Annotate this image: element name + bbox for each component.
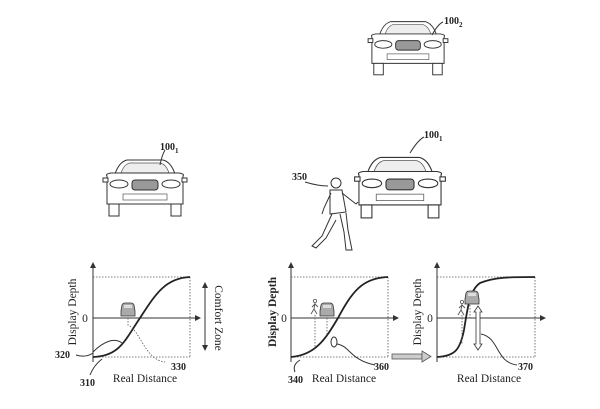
graph3-ylabel: Display Depth xyxy=(412,278,424,345)
pedestrian xyxy=(311,177,359,251)
graph-before: Display Depth 0 Real Distance 340 360 xyxy=(267,262,399,386)
graph-after: Display Depth 0 Real Distance 370 xyxy=(412,262,546,385)
ref-370: 370 xyxy=(518,362,533,373)
vehicle-right xyxy=(354,156,446,219)
graph-comfort-zone: Comfort Zone Display Depth 0 Real Distan… xyxy=(55,262,224,389)
vehicle-top-ref: 1002 xyxy=(444,16,463,29)
graph3-xlabel: Real Distance xyxy=(457,373,521,385)
ref-310: 310 xyxy=(80,378,95,389)
graph1-xlabel: Real Distance xyxy=(113,373,177,385)
graph1-zero: 0 xyxy=(82,313,88,325)
graph2-zero: 0 xyxy=(281,313,287,325)
pedestrian-ref: 350 xyxy=(292,172,307,183)
ref-340: 340 xyxy=(288,375,303,386)
transition-arrow xyxy=(391,350,432,363)
ref-360: 360 xyxy=(374,362,389,373)
comfort-zone-label: Comfort Zone xyxy=(212,285,224,350)
graph2-ylabel: Display Depth xyxy=(267,276,279,347)
vehicle-right-ref: 1001 xyxy=(424,130,443,143)
graph1-ylabel: Display Depth xyxy=(67,278,79,345)
vehicle-left-ref: 1001 xyxy=(160,142,179,155)
ref-320: 320 xyxy=(55,350,70,361)
graph3-zero: 0 xyxy=(427,313,433,325)
ref-330: 330 xyxy=(171,362,186,373)
vehicle-top xyxy=(367,21,449,76)
graph2-xlabel: Real Distance xyxy=(312,373,376,385)
vehicle-left xyxy=(102,159,188,217)
